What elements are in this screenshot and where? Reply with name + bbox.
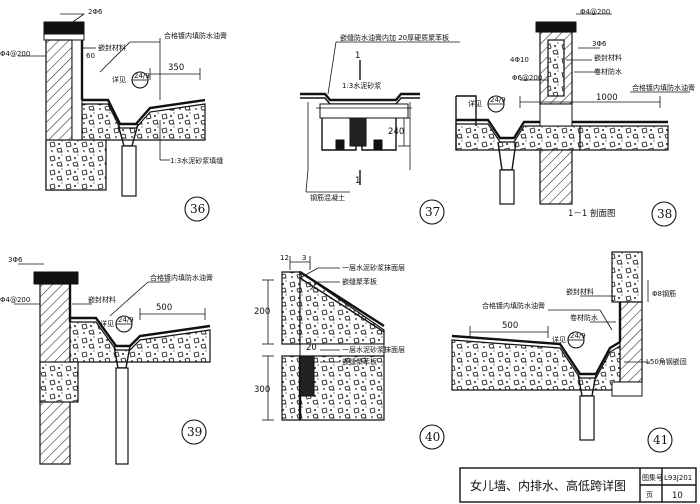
detail-id-36: 36 (190, 202, 205, 216)
label-39-2: 合格镀内填防水油膏 (150, 273, 213, 282)
page-label: 页 (646, 491, 653, 499)
detail-38: Φ4@200 3Φ6 4Φ10 嵌封材料 Φ6@200 卷材防水 详见 24/9… (455, 8, 695, 227)
label-41-1: 合格镀内填防水油膏 (482, 301, 545, 310)
label-39-5: 24/9 (118, 316, 134, 324)
label-36-7: 350 (168, 63, 184, 73)
detail-40: 12 3 200 20 300 一层水泥砂浆抹面层 嵌缝聚苯板 一层水泥砂浆抹面… (254, 254, 445, 450)
detail-number-37 (419, 199, 445, 225)
label-37-1: 1:3水泥砂浆 (342, 81, 381, 90)
label-38-3: 嵌封材料 (594, 53, 622, 62)
label-36-6: 24/9 (134, 72, 150, 80)
detail-id-41: 41 (653, 433, 668, 447)
label-37-0: 嵌缝防水油膏内加 20厚硬质聚苯板 (340, 33, 449, 42)
label-41-5: 24/9 (570, 332, 586, 340)
label-38-1: 3Φ6 (592, 40, 607, 48)
title-block: 女儿墙、内排水、高低跨详图 图集号 L93J201 页 10 (459, 467, 697, 503)
label-41-7: L50角钢嵌固 (646, 357, 687, 366)
label-38-4: Φ6@200 (512, 74, 542, 82)
label-38-8: 1000 (596, 93, 618, 103)
label-40-5: 一层水泥砂浆抹面层 (342, 263, 405, 272)
label-38-0: Φ4@200 (580, 8, 610, 16)
sheet-title: 女儿墙、内排水、高低跨详图 (470, 478, 626, 493)
label-36-0: 2Φ6 (88, 8, 103, 16)
label-41-4: 详见 (552, 335, 566, 344)
label-39-6: 500 (156, 303, 172, 313)
page-number: 10 (672, 491, 683, 501)
label-40-7: 一层水泥砂浆抹面层 (342, 345, 405, 354)
coping-cap (43, 21, 85, 35)
label-37-4: 钢筋混凝土 (310, 193, 345, 202)
label-40-3: 20 (306, 343, 317, 353)
detail-number-38 (651, 201, 677, 227)
detail-id-38: 38 (657, 207, 672, 221)
label-37-5: 240 (388, 127, 404, 137)
label-38-6: 详见 (468, 99, 482, 108)
detail-37: 嵌缝防水油膏内加 20厚硬质聚苯板 1:3水泥砂浆 1 1 钢筋混凝土 240 … (300, 33, 460, 225)
label-40-8: 嵌缝聚苯板 (342, 357, 377, 366)
label-36-4: 合格镀内填防水油膏 (164, 31, 227, 40)
label-38-5: 卷材防水 (594, 67, 622, 76)
detail-39: 3Φ6 Φ4@200 合格镀内填防水油膏 嵌封材料 详见 24/9 500 39 (0, 256, 213, 465)
atlas-number: L93J201 (664, 474, 692, 482)
label-37-3: 1 (355, 176, 360, 186)
label-37-2: 1 (355, 51, 360, 61)
label-40-2: 200 (254, 307, 270, 317)
atlas-label: 图集号 (642, 473, 663, 482)
label-41-3: 500 (502, 321, 518, 331)
label-38-9: 合格镀内填防水油膏 (632, 83, 695, 92)
detail-36: 2Φ6 Φ4@200 60 嵌封材料 合格镀内填防水油膏 详见 24/9 350… (0, 8, 227, 222)
label-38-2: 4Φ10 (510, 56, 529, 64)
detail-id-37: 37 (425, 205, 440, 219)
label-41-6: Φ8钢筋 (652, 289, 676, 298)
label-40-6: 嵌缝聚苯板 (342, 277, 377, 286)
detail-number-36 (184, 196, 210, 222)
label-40-1: 3 (302, 254, 306, 262)
label-36-5: 详见 (112, 75, 126, 84)
label-36-2: 60 (86, 52, 95, 60)
detail-41: 嵌封材料 合格镀内填防水油膏 卷材防水 500 详见 24/9 Φ8钢筋 L50… (451, 251, 687, 453)
label-39-0: 3Φ6 (8, 256, 23, 264)
label-39-1: Φ4@200 (0, 296, 30, 304)
label-39-4: 详见 (100, 319, 114, 328)
label-36-1: Φ4@200 (0, 50, 30, 58)
detail-id-39: 39 (187, 425, 202, 439)
detail-number-41 (647, 427, 673, 453)
label-41-0: 嵌封材料 (566, 287, 594, 296)
label-36-8: 1:3水泥砂浆填缝 (170, 156, 223, 165)
label-40-4: 300 (254, 385, 270, 395)
detail-id-40: 40 (425, 430, 440, 444)
label-39-3: 嵌封材料 (88, 295, 116, 304)
caption-38: 1－1 剖面图 (568, 208, 616, 219)
detail-number-39 (181, 419, 207, 445)
label-38-7: 24/9 (490, 96, 506, 104)
label-40-0: 12 (280, 254, 289, 262)
label-41-2: 卷材防水 (570, 313, 598, 322)
label-36-3: 嵌封材料 (98, 43, 126, 52)
detail-number-40 (419, 424, 445, 450)
